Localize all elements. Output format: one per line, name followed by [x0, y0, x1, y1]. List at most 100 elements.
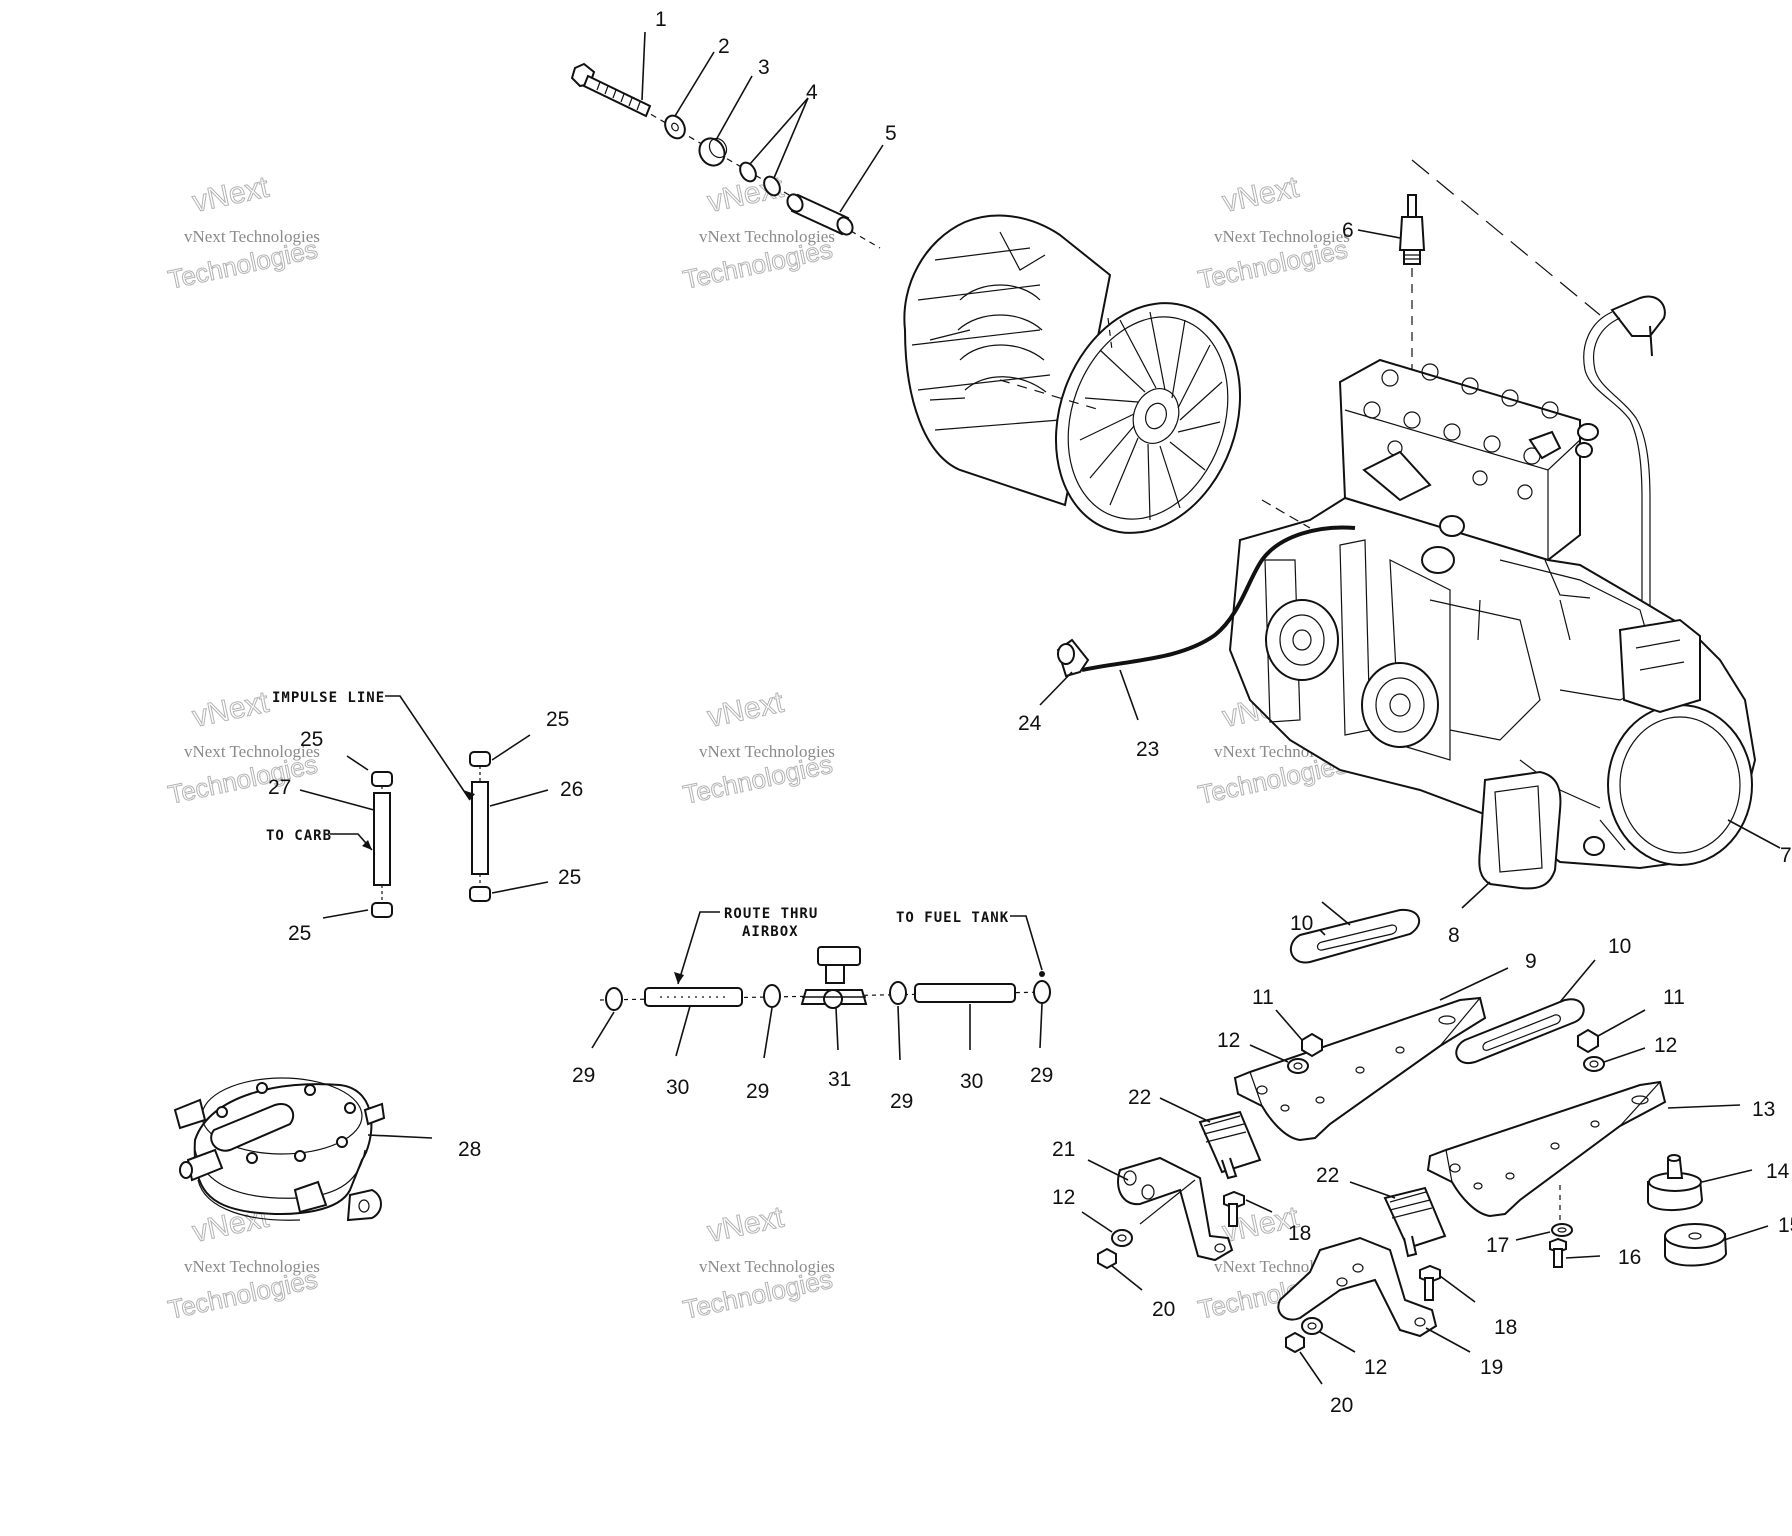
callout-11a: 11: [1252, 986, 1274, 1009]
svg-text:vNext: vNext: [705, 1201, 788, 1249]
leader-20a: [1111, 1265, 1143, 1291]
washer-part: [1111, 1229, 1133, 1247]
clamp-part: [469, 886, 491, 902]
callout-5: 5: [885, 122, 897, 145]
fuel-line: [591, 911, 1051, 1061]
leader-22a: [1159, 1097, 1211, 1123]
spark-plug-cap: [1411, 159, 1666, 632]
nut-part: [1097, 1247, 1117, 1270]
impulse-line-hoses: [299, 695, 549, 919]
rubber-mount-part: [1647, 1154, 1704, 1212]
svg-text:vNext Technologies: vNext Technologies: [184, 227, 320, 246]
callout-30a: 30: [666, 1076, 689, 1099]
leader-22b: [1349, 1181, 1396, 1199]
callout-12d: 12: [1364, 1356, 1387, 1379]
callout-25a: 25: [300, 728, 323, 751]
callout-8: 8: [1448, 924, 1460, 947]
nut-part: [1577, 1028, 1599, 1054]
leader-13: [1667, 1104, 1741, 1109]
engine-mount-plates: [1233, 901, 1741, 1225]
callout-20a: 20: [1152, 1298, 1175, 1321]
watermark: vNext vNext Technologies Technologies: [680, 170, 836, 295]
leader-23: [1119, 669, 1139, 721]
o-ring-part: [739, 161, 757, 183]
callout-10a: 10: [1290, 912, 1313, 935]
callout-29d: 29: [1030, 1064, 1053, 1087]
watermark: vNext vNext Technologies Technologies: [680, 1200, 836, 1325]
leader-6: [1357, 229, 1401, 239]
bolt-part: [1223, 1190, 1245, 1227]
callout-7: 7: [1780, 844, 1792, 867]
watermark: vNext vNext Technologies Technologies: [1195, 170, 1351, 295]
callout-22b: 22: [1316, 1164, 1339, 1187]
leader-2: [674, 51, 715, 117]
callout-12c: 12: [1052, 1186, 1075, 1209]
watermark: vNext vNext Technologies Technologies: [165, 170, 321, 295]
leader-27: [299, 789, 375, 811]
washer-part: [1287, 1058, 1309, 1074]
callout-26: 26: [560, 778, 583, 801]
leader-18b: [1439, 1275, 1476, 1303]
mount-bracket-part: [1117, 1156, 1234, 1262]
callout-24: 24: [1018, 712, 1042, 735]
callout-25d: 25: [558, 866, 581, 889]
note-airbox: AIRBOX: [742, 924, 799, 940]
leader-12a: [1249, 1044, 1289, 1063]
leader-11a: [1275, 1009, 1303, 1041]
clamp-part: [469, 751, 491, 767]
bolt-part: [1549, 1237, 1567, 1268]
nut-part: [1285, 1331, 1305, 1354]
leader-19: [1425, 1327, 1471, 1353]
leader-12b: [1603, 1047, 1646, 1063]
leader-11b: [1597, 1009, 1646, 1037]
callout-22a: 22: [1128, 1086, 1151, 1109]
hose-part: [471, 781, 489, 875]
leader-7: [1727, 819, 1781, 849]
clamp-part: [371, 902, 393, 918]
callout-9: 9: [1525, 950, 1537, 973]
leader-28: [367, 1134, 433, 1139]
fuel-hose-part: [914, 983, 1016, 1003]
leader-25a: [346, 755, 369, 771]
note-to-carb: TO CARB: [266, 828, 332, 844]
callout-27: 27: [268, 776, 291, 799]
diagram-notes: IMPULSE LINE TO CARB ROUTE THRU AIRBOX T…: [266, 690, 1008, 940]
callout-11b: 11: [1663, 986, 1685, 1009]
engine: [1228, 358, 1781, 870]
hose-part: [373, 792, 391, 886]
leader-9: [1439, 967, 1509, 1001]
spacer-part: [698, 137, 728, 167]
clamp-part: [605, 987, 623, 1011]
callout-2: 2: [718, 35, 730, 58]
mount-bracket-part: [1277, 1236, 1438, 1338]
svg-text:vNext: vNext: [190, 686, 273, 734]
washer-part: [1551, 1223, 1573, 1237]
callout-4: 4: [806, 81, 818, 104]
spacer-part: [1664, 1223, 1728, 1267]
leader-14: [1701, 1169, 1753, 1183]
callout-12a: 12: [1217, 1029, 1240, 1052]
leader-5: [839, 144, 884, 213]
svg-text:vNext: vNext: [705, 686, 788, 734]
drive-clutch: [903, 214, 1242, 534]
fuel-hose-part: [644, 987, 743, 1007]
callout-17: 17: [1486, 1234, 1509, 1257]
leader-12d: [1319, 1331, 1356, 1353]
clamp-part: [1033, 980, 1051, 1004]
watermark: vNext vNext Technologies Technologies: [165, 1200, 321, 1325]
washer-part: [664, 114, 686, 140]
leader-16: [1565, 1255, 1601, 1259]
leader-15: [1723, 1225, 1769, 1241]
callout-15: 15: [1778, 1214, 1792, 1237]
callout-31: 31: [828, 1068, 851, 1091]
callout-20b: 20: [1330, 1394, 1353, 1417]
callout-29b: 29: [746, 1080, 769, 1103]
leader-10a: [1321, 901, 1351, 926]
svg-text:vNext Technologies: vNext Technologies: [184, 742, 320, 761]
bolt-part: [1419, 1264, 1441, 1301]
leader-31: [835, 1007, 839, 1051]
svg-text:vNext Technologies: vNext Technologies: [184, 1257, 320, 1276]
callout-6: 6: [1342, 219, 1354, 242]
shutoff-valve-part: [800, 946, 868, 1009]
